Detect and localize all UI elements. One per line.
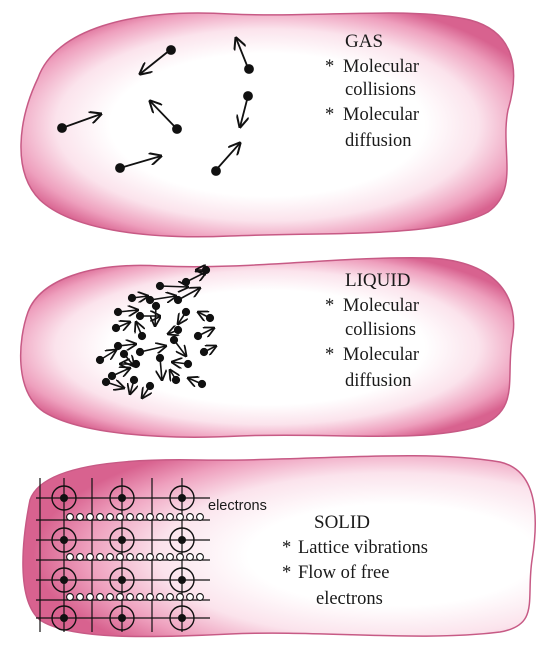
liquid-bullet-1-line-1: Molecular <box>343 296 419 316</box>
gas-bullet-1-line-1: Molecular <box>343 57 419 77</box>
gas-bullet-marker: * <box>325 105 334 125</box>
solid-bullet-1-line-1: Lattice vibrations <box>298 538 428 558</box>
liquid-bullet-marker: * <box>325 345 334 365</box>
gas-bullet-marker: * <box>325 57 334 77</box>
liquid-title: LIQUID <box>345 270 410 291</box>
liquid-blob <box>21 258 514 437</box>
solid-bullet-2-line-2: electrons <box>316 589 383 609</box>
liquid-bullet-2-line-2: diffusion <box>345 371 411 391</box>
electrons-label: electrons <box>208 498 267 514</box>
gas-panel: GAS * Molecular collisions * Molecular d… <box>21 13 514 237</box>
liquid-bullet-2-line-1: Molecular <box>343 345 419 365</box>
solid-bullet-2-line-1: Flow of free <box>298 563 389 583</box>
solid-bullet-marker: * <box>282 563 291 583</box>
gas-blob <box>21 13 514 237</box>
liquid-bullet-1-line-2: collisions <box>345 320 416 340</box>
solid-title: SOLID <box>314 512 370 533</box>
liquid-bullet-marker: * <box>325 296 334 316</box>
solid-bullet-marker: * <box>282 538 291 558</box>
gas-bullet-2-line-2: diffusion <box>345 131 411 151</box>
solid-panel: electrons SOLID * Lattice vibrations * F… <box>23 456 535 637</box>
gas-bullet-2-line-1: Molecular <box>343 105 419 125</box>
liquid-panel: LIQUID * Molecular collisions * Molecula… <box>21 258 514 437</box>
solid-blob <box>23 456 535 637</box>
gas-title: GAS <box>345 31 383 52</box>
gas-bullet-1-line-2: collisions <box>345 80 416 100</box>
